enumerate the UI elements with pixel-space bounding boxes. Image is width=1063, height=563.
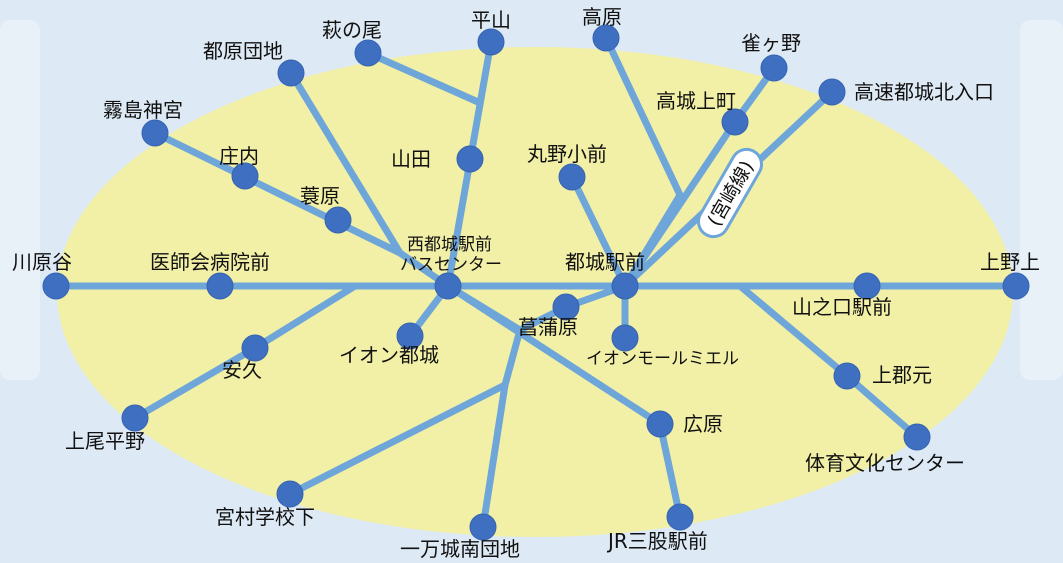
- stop-anku[interactable]: [241, 334, 269, 362]
- route-maruno: [568, 173, 629, 290]
- stop-aeon-mall[interactable]: [611, 324, 639, 352]
- stop-miyakonojo-eki[interactable]: [611, 272, 639, 300]
- stop-nishi-station[interactable]: [434, 272, 462, 300]
- stop-kayahara[interactable]: [324, 206, 352, 234]
- route-hagino-o: [364, 49, 482, 106]
- stop-kawaharadani[interactable]: [42, 272, 70, 300]
- label-anku: 安久: [222, 358, 262, 382]
- stop-yamada[interactable]: [456, 145, 484, 173]
- stop-takahara[interactable]: [592, 24, 620, 52]
- label-miyakonojo-eki: 都城駅前: [565, 250, 645, 274]
- stop-suzumegano[interactable]: [760, 54, 788, 82]
- stop-hirayama[interactable]: [477, 28, 505, 56]
- route-takajo: [621, 118, 739, 290]
- stop-kosoku[interactable]: [818, 78, 846, 106]
- stop-kirishima[interactable]: [141, 119, 169, 147]
- label-shonai: 庄内: [219, 144, 259, 168]
- label-kamigorimoto: 上郡元: [872, 363, 932, 387]
- stop-hagino-o[interactable]: [354, 39, 382, 67]
- stop-jr-mitsumata[interactable]: [666, 503, 694, 531]
- label-kirishima: 霧島神宮: [103, 98, 183, 122]
- label-yamada: 山田: [391, 147, 431, 171]
- bg-panel-left: [0, 20, 40, 380]
- label-miyamura: 宮村学校下: [215, 505, 315, 529]
- label-kawaharadani: 川原谷: [12, 250, 72, 274]
- stop-uenoue[interactable]: [1002, 272, 1030, 300]
- label-uenoue: 上野上: [980, 250, 1040, 274]
- coverage-area-ellipse: [57, 47, 1013, 537]
- stop-takajo[interactable]: [721, 108, 749, 136]
- stop-kamigorimoto[interactable]: [833, 362, 861, 390]
- line-badge-box: [697, 147, 763, 239]
- label-takahara: 高原: [582, 5, 622, 29]
- bg-panel-right: [1020, 20, 1063, 380]
- stop-shonai[interactable]: [231, 162, 259, 190]
- label-shobuhara: 菖蒲原: [518, 315, 578, 339]
- label-hirohara: 広原: [683, 412, 723, 436]
- stop-yamanokuchi[interactable]: [853, 272, 881, 300]
- stop-hirohara[interactable]: [646, 410, 674, 438]
- label-taiiku: 体育文化センター: [805, 451, 965, 475]
- label-hirayama: 平山: [471, 8, 511, 32]
- stop-aeon-miyakonojo[interactable]: [396, 322, 424, 350]
- label-takajo: 高城上町: [656, 89, 736, 113]
- route-ichimanjo: [479, 381, 509, 531]
- label-nishi-station-1: 西都城駅前: [407, 235, 492, 255]
- label-aeon-miyakonojo: イオン都城: [339, 343, 439, 367]
- label-kayahara: 蓑原: [300, 184, 340, 208]
- label-miyakonojo-danchi: 都原団地: [203, 39, 283, 63]
- stop-shobuhara[interactable]: [552, 293, 580, 321]
- label-jr-mitsumata: JR三股駅前: [606, 529, 708, 553]
- label-kosoku: 高速都城北入口: [854, 80, 994, 104]
- label-maruno: 丸野小前: [527, 142, 607, 166]
- label-ishikai: 医師会病院前: [150, 250, 270, 274]
- stop-labels: 萩の尾 平山 高原 都原団地 雀ヶ野 高速都城北入口 霧島神宮 高城上町 庄内 …: [12, 5, 1040, 561]
- label-nishi-station-2: バスセンター: [400, 255, 502, 275]
- route-takahara: [602, 34, 684, 199]
- label-suzumegano: 雀ヶ野: [741, 31, 801, 55]
- stop-maruno[interactable]: [558, 163, 586, 191]
- stops: [42, 24, 1030, 541]
- stop-ishikai[interactable]: [206, 272, 234, 300]
- stop-taiiku[interactable]: [903, 423, 931, 451]
- stop-kamio-hirano[interactable]: [121, 404, 149, 432]
- label-ichimanjo: 一万城南団地: [400, 537, 520, 561]
- stop-miyakonojo-danchi[interactable]: [277, 59, 305, 87]
- stop-ichimanjo[interactable]: [469, 513, 497, 541]
- label-aeon-mall: イオンモールミエル: [586, 349, 739, 369]
- stop-miyamura[interactable]: [276, 480, 304, 508]
- route-kirishima: [151, 129, 404, 257]
- route-miyakonojo-danchi: [287, 69, 404, 257]
- label-hagino-o: 萩の尾: [322, 18, 382, 42]
- label-kamio-hirano: 上尾平野: [65, 429, 145, 453]
- label-yamanokuchi: 山之口駅前: [792, 295, 892, 319]
